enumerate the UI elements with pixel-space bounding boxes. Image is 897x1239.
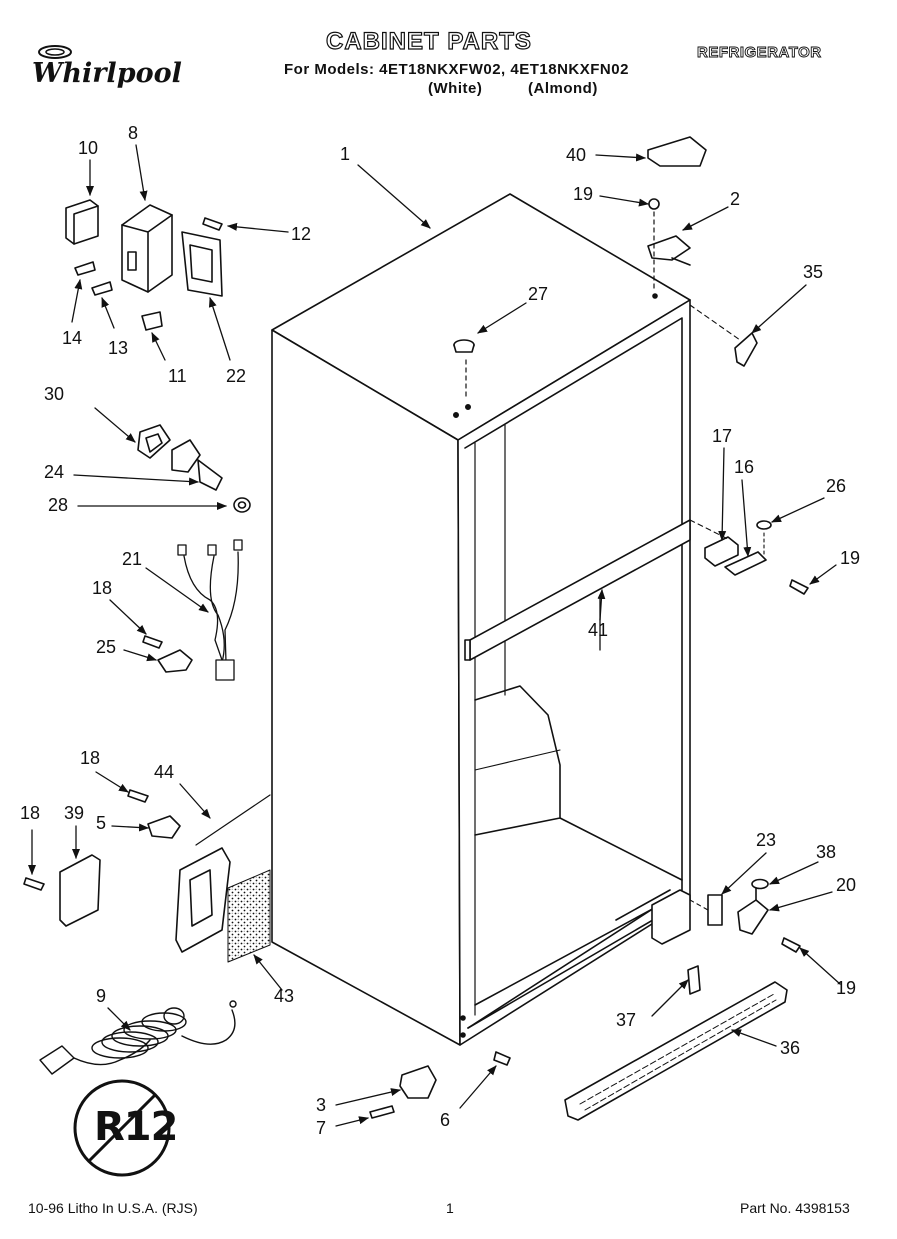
label-part-40: 40 <box>566 145 587 165</box>
label-part-39: 39 <box>64 803 85 823</box>
part-21-wire-harness <box>177 539 243 681</box>
label-part-6: 6 <box>440 1110 451 1130</box>
label-part-26: 26 <box>826 476 847 496</box>
part-2-top-hinge <box>647 198 691 291</box>
r12-no-badge <box>73 1079 171 1177</box>
label-part-5: 5 <box>96 813 107 833</box>
part-22-bracket <box>181 231 223 297</box>
part-24-switch <box>171 439 223 491</box>
part-8-control-housing <box>121 204 173 293</box>
label-part-18-left: 18 <box>20 803 41 823</box>
middle-hinge-assembly <box>689 519 809 595</box>
label-part-17: 17 <box>712 426 733 446</box>
label-part-43: 43 <box>274 986 295 1006</box>
label-part-18-upper: 18 <box>92 578 113 598</box>
part-12-screw <box>202 217 223 231</box>
footer-page-number: 1 <box>446 1200 454 1216</box>
leader-lines <box>28 144 841 1127</box>
label-part-18-middle: 18 <box>80 748 101 768</box>
part-3-leveling-bracket <box>399 1065 437 1099</box>
label-part-3: 3 <box>316 1095 327 1115</box>
variant-white: (White) <box>428 80 483 97</box>
label-part-16: 16 <box>734 457 755 477</box>
part-10-relay <box>65 199 99 245</box>
part-18-screw-upper <box>142 635 163 649</box>
part-36-toe-grille <box>564 981 788 1121</box>
label-part-7: 7 <box>316 1118 327 1138</box>
page-title: CABINET PARTS <box>325 27 532 55</box>
label-part-1: 1 <box>340 144 351 164</box>
label-part-23: 23 <box>756 830 777 850</box>
footer-part-number: Part No. 4398153 <box>740 1200 850 1216</box>
brand-name: Whirlpool <box>32 58 182 89</box>
label-part-21: 21 <box>122 549 143 569</box>
bottom-hinge-assembly <box>689 878 801 953</box>
part-25-clamp <box>157 649 193 673</box>
part-44-bracket <box>175 794 271 953</box>
part-13-screw <box>91 281 113 296</box>
label-part-22: 22 <box>226 366 247 386</box>
footer-litho: 10-96 Litho In U.S.A. (RJS) <box>28 1200 198 1216</box>
part-40-hinge-cover <box>647 136 707 167</box>
part-18-screw-left <box>23 877 45 891</box>
label-part-13: 13 <box>108 338 129 358</box>
label-part-44: 44 <box>154 762 175 782</box>
r12-badge-text: R12 <box>94 1104 178 1150</box>
part-6-screw <box>493 1051 511 1066</box>
part-27-plug <box>453 339 475 401</box>
part-37-clip <box>687 965 701 995</box>
part-5-clamp <box>147 815 181 839</box>
label-part-10: 10 <box>78 138 99 158</box>
part-18-screw-middle <box>127 789 149 803</box>
part-30-gasket <box>137 424 171 459</box>
label-part-41: 41 <box>588 620 609 640</box>
part-9-power-cord <box>39 1000 237 1075</box>
models-line: For Models: 4ET18NKXFW02, 4ET18NKXFN02 <box>284 61 629 78</box>
label-part-20: 20 <box>836 875 857 895</box>
label-part-19-middle: 19 <box>840 548 861 568</box>
section-name: REFRIGERATOR <box>697 44 822 62</box>
label-part-36: 36 <box>780 1038 801 1058</box>
label-part-24: 24 <box>44 462 65 482</box>
label-part-28: 28 <box>48 495 69 515</box>
part-7-pin <box>369 1105 395 1119</box>
label-part-25: 25 <box>96 637 117 657</box>
label-part-9: 9 <box>96 986 107 1006</box>
label-part-38: 38 <box>816 842 837 862</box>
label-part-19-bottom: 19 <box>836 978 857 998</box>
label-part-27: 27 <box>528 284 549 304</box>
label-part-8: 8 <box>128 123 139 143</box>
label-part-35: 35 <box>803 262 824 282</box>
label-part-30: 30 <box>44 384 65 404</box>
label-part-12: 12 <box>291 224 312 244</box>
label-part-19-top: 19 <box>573 184 594 204</box>
part-35-hinge-pin-cover <box>734 332 758 367</box>
label-part-11: 11 <box>168 366 187 386</box>
part-14-screw <box>74 261 96 276</box>
label-part-14: 14 <box>62 328 83 348</box>
label-part-37: 37 <box>616 1010 637 1030</box>
cabinet-shell <box>227 193 691 1046</box>
variant-almond: (Almond) <box>528 80 598 97</box>
part-11-knob <box>141 311 163 331</box>
part-39-cover <box>59 854 101 927</box>
label-part-2: 2 <box>730 189 741 209</box>
